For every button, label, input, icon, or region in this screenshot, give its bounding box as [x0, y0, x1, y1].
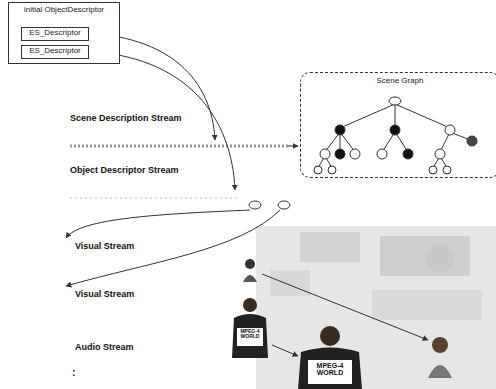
descriptor-oval [249, 201, 261, 209]
es-descriptor-box: ES_Descriptor [21, 27, 89, 41]
pointer-arrow [66, 210, 280, 286]
stream-label: Audio Stream [75, 343, 134, 353]
stream-label: Object Descriptor Stream [70, 166, 179, 176]
man-figure [232, 298, 268, 358]
stream-band [70, 197, 240, 199]
stream-band [70, 145, 288, 148]
descriptor-oval [278, 201, 290, 209]
motion-arrow [272, 345, 298, 356]
stream-arrow [288, 146, 298, 147]
stream-label: Scene Description Stream [70, 114, 182, 124]
es-descriptor-box: ES_Descriptor [21, 45, 89, 59]
woman-figure [428, 337, 452, 378]
node-text: Scene Graph [301, 77, 496, 86]
node-text: ES_Descriptor [22, 47, 88, 56]
motion-arrow [262, 274, 428, 340]
pointer-arrow [66, 210, 250, 238]
stream-label: Visual Stream [75, 242, 134, 252]
scene-graph-box: Scene Graph [300, 72, 496, 178]
photo-background [256, 226, 496, 389]
stream-label: Visual Stream [75, 290, 134, 300]
man-figure [298, 326, 362, 389]
ellipsis-mark: : [72, 366, 76, 378]
node-text: initial ObjectDescriptor [9, 6, 119, 15]
scene-tree [314, 97, 477, 174]
node-text: ES_Descriptor [22, 29, 88, 38]
descriptor-box: initial ObjectDescriptorES_DescriptorES_… [8, 2, 120, 64]
shirt-text: MPEG-4 WORLD [238, 329, 262, 339]
woman-figure [243, 259, 257, 282]
shirt-text: MPEG-4 WORLD [309, 362, 351, 376]
